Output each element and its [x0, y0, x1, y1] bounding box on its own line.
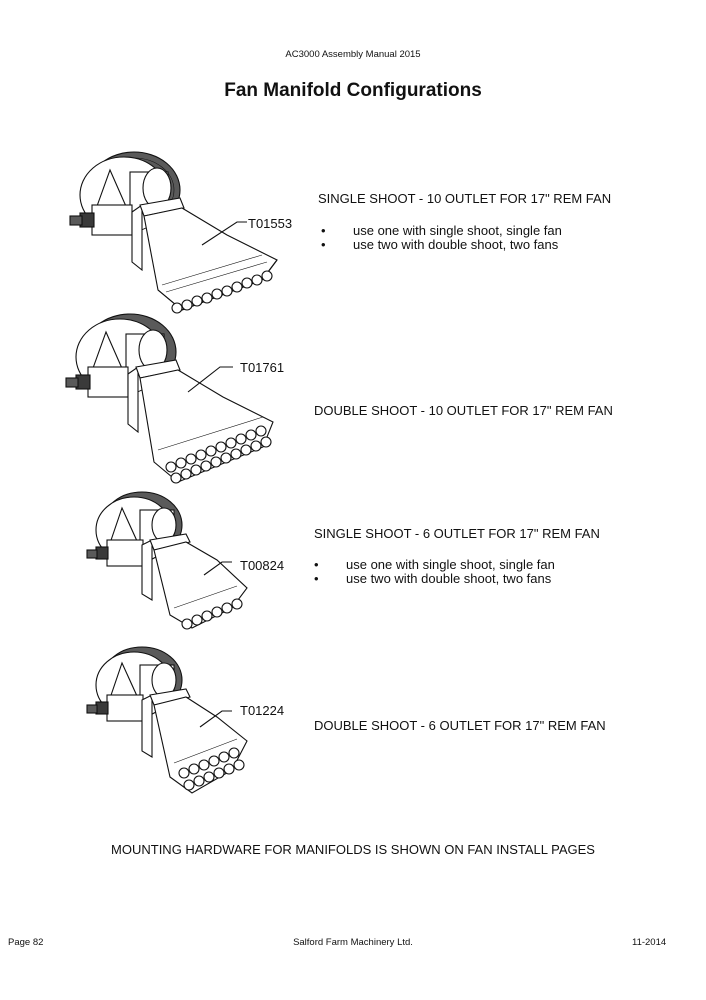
config-heading-4: DOUBLE SHOOT - 6 OUTLET FOR 17" REM FAN [314, 718, 606, 733]
bullet-symbol: • [321, 223, 326, 238]
footer-date: 11-2014 [632, 937, 667, 948]
bullet-symbol: • [321, 237, 326, 252]
bullet-symbol: • [314, 557, 319, 572]
fan-manifold-illustration-single-10 [69, 151, 278, 314]
mounting-hardware-note: MOUNTING HARDWARE FOR MANIFOLDS IS SHOWN… [111, 842, 595, 857]
config-heading-2: DOUBLE SHOOT - 10 OUTLET FOR 17" REM FAN [314, 403, 613, 418]
bullet-text: use one with single shoot, single fan [346, 557, 555, 572]
part-number-t01224: T01224 [240, 703, 285, 718]
part-number-t01553: T01553 [248, 216, 293, 231]
bullet-text: use two with double shoot, two fans [346, 571, 552, 586]
page-title: Fan Manifold Configurations [224, 80, 482, 101]
bullet-text: use one with single shoot, single fan [353, 223, 562, 238]
part-number-t00824: T00824 [240, 558, 285, 573]
bullet-text: use two with double shoot, two fans [353, 237, 559, 252]
fan-manifold-illustration-single-6 [86, 491, 248, 630]
config-bullets-3: • use one with single shoot, single fan •… [314, 558, 555, 586]
config-heading-1: SINGLE SHOOT - 10 OUTLET FOR 17" REM FAN [318, 191, 612, 206]
footer-page-number: Page 82 [8, 937, 44, 948]
footer-company: Salford Farm Machinery Ltd. [293, 937, 413, 948]
part-number-t01761: T01761 [240, 360, 285, 375]
config-bullets-1: • use one with single shoot, single fan •… [321, 224, 562, 252]
fan-manifold-illustration-double-10 [65, 313, 274, 484]
config-heading-3: SINGLE SHOOT - 6 OUTLET FOR 17" REM FAN [314, 526, 600, 541]
document-header: AC3000 Assembly Manual 2015 [285, 49, 421, 60]
fan-manifold-illustration-double-6 [86, 646, 248, 794]
bullet-symbol: • [314, 571, 319, 586]
